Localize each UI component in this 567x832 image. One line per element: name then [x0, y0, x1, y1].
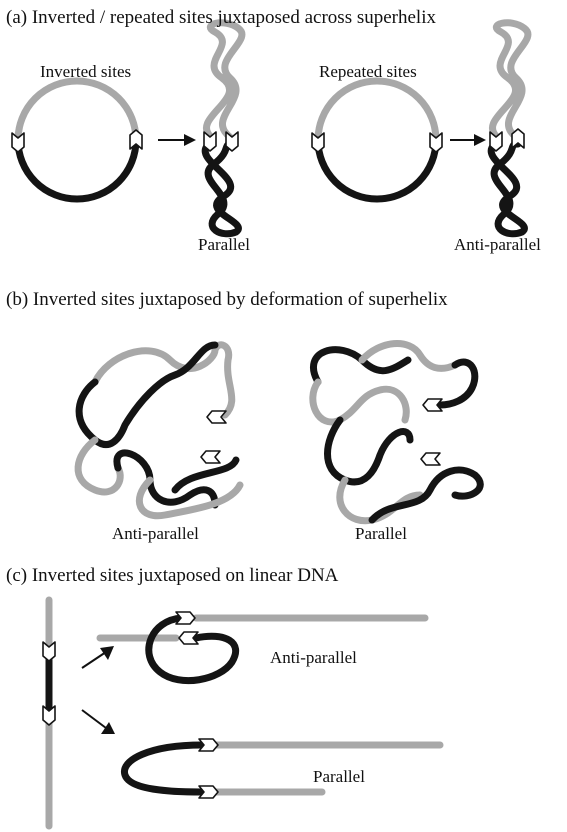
parallel-label-b: Parallel	[355, 524, 407, 544]
repeated-sites-circle	[312, 81, 442, 199]
panel-c-title: (c) Inverted sites juxtaposed on linear …	[6, 565, 338, 587]
anti-parallel-label-b: Anti-parallel	[112, 524, 199, 544]
arrow-a-left	[158, 134, 196, 146]
repeated-sites-label: Repeated sites	[319, 62, 417, 82]
arrow-c-up	[82, 646, 114, 668]
panel-a-graphics	[12, 23, 528, 234]
panel-c-graphics	[43, 600, 440, 826]
panel-b-graphics	[78, 344, 480, 521]
deformed-superhelix-anti-parallel	[78, 345, 240, 516]
loop-anti-parallel	[100, 612, 425, 681]
inverted-sites-label: Inverted sites	[40, 62, 131, 82]
site-marker-2	[421, 453, 440, 465]
anti-parallel-label-a: Anti-parallel	[454, 235, 541, 255]
anti-parallel-label-c: Anti-parallel	[270, 648, 357, 668]
arrow-a-right	[450, 134, 486, 146]
arrow-c-down	[82, 710, 115, 734]
parallel-label-c: Parallel	[313, 767, 365, 787]
panel-b-title: (b) Inverted sites juxtaposed by deforma…	[6, 289, 448, 311]
supercoil-anti-parallel	[490, 23, 528, 234]
deformed-superhelix-parallel	[313, 344, 480, 521]
linear-dna-vertical	[43, 600, 55, 826]
site-marker-2	[201, 451, 220, 463]
panel-a-title: (a) Inverted / repeated sites juxtaposed…	[6, 7, 436, 29]
supercoil-parallel	[204, 23, 242, 234]
loop-parallel	[124, 739, 440, 798]
inverted-sites-circle	[12, 81, 142, 199]
parallel-label-a: Parallel	[198, 235, 250, 255]
